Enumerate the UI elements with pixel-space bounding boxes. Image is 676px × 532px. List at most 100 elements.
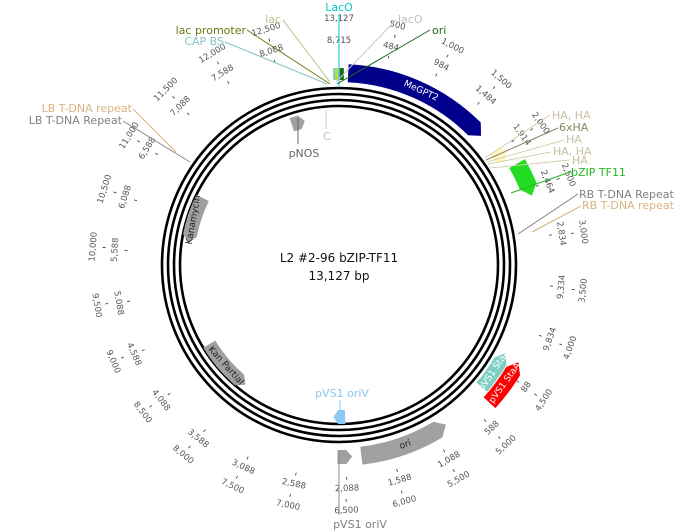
ruler-label-outer: 3,000 xyxy=(576,219,589,244)
ruler-label-outer: 8,000 xyxy=(170,444,195,467)
feature-kan-partial[interactable]: Kan Partial xyxy=(203,340,246,388)
ruler-tick xyxy=(172,96,175,99)
label-c[interactable]: C xyxy=(323,130,331,143)
label-lb-repeat-lower[interactable]: LB T-DNA repeat xyxy=(42,102,133,115)
feature-arrow[interactable] xyxy=(203,340,246,386)
feature-pnos[interactable] xyxy=(289,115,305,132)
leader-lb-repeat-lower xyxy=(132,108,177,153)
label-laco-top[interactable]: LacO xyxy=(325,1,353,14)
ruler-label-inner: 5,088 xyxy=(111,290,125,316)
feature-arrow[interactable] xyxy=(289,115,305,132)
label-bzip[interactable]: bZIP TF11 xyxy=(571,166,626,179)
ruler-label-outer: 4,500 xyxy=(533,388,555,414)
leader-lac-promoter xyxy=(246,29,331,85)
ruler-tick xyxy=(534,393,538,396)
ruler-label-inner: 6,088 xyxy=(117,184,134,210)
ruler-label-outer: 7,000 xyxy=(275,498,301,513)
backbone-ring xyxy=(178,104,500,426)
ruler-label-outer: 10,500 xyxy=(96,173,115,204)
ruler-label-inner: 7,588 xyxy=(210,63,236,84)
leader-ha-ha-1 xyxy=(484,114,551,159)
label-lac-promoter[interactable]: lac promoter xyxy=(176,24,247,37)
backbone-ring xyxy=(160,86,518,444)
ruler-tick xyxy=(149,405,153,408)
label-cap-bs[interactable]: CAP BS xyxy=(184,35,224,48)
leader-ha-2 xyxy=(489,159,571,169)
label-ha-1[interactable]: HA xyxy=(566,133,582,146)
label-ha-ha-2[interactable]: HA, HA xyxy=(553,145,592,158)
ruler-label-outer: 6,500 xyxy=(334,506,359,517)
ruler-tick xyxy=(530,128,534,131)
ruler-label-inner: 2,834 xyxy=(554,221,567,247)
backbone-rings xyxy=(160,86,518,444)
ruler-label-outer: 1,000 xyxy=(439,37,465,57)
label-ha-ha-1[interactable]: HA, HA xyxy=(552,109,591,122)
ruler-tick xyxy=(137,140,141,143)
label-pvs1-oriv-outer[interactable]: pVS1 oriV xyxy=(333,518,387,531)
ruler-label-inner: 1,588 xyxy=(387,472,413,488)
ruler-label-inner: 4,588 xyxy=(124,341,143,367)
feature-arrow[interactable] xyxy=(333,409,346,425)
ruler-tick xyxy=(235,475,238,479)
ruler-label-outer: 7,500 xyxy=(219,477,245,497)
small-feature-marker[interactable] xyxy=(335,68,340,81)
label-ha-2[interactable]: HA xyxy=(572,154,588,167)
label-lb-repeat-upper[interactable]: LB T-DNA Repeat xyxy=(29,114,123,127)
feature-ori[interactable]: ori xyxy=(360,421,446,465)
ruler-tick xyxy=(141,349,145,352)
ruler-label-inner: 5,588 xyxy=(110,237,122,262)
feature-pvs1-oriv[interactable] xyxy=(333,409,346,425)
feature-arrow[interactable] xyxy=(483,362,521,409)
label-ori-top[interactable]: ori xyxy=(432,24,446,37)
ruler-label-inner: 88 xyxy=(520,380,534,395)
ruler-tick xyxy=(120,356,125,359)
ruler-tick xyxy=(133,199,138,202)
ruler-tick xyxy=(113,191,117,194)
feature-arrow[interactable] xyxy=(360,421,446,465)
leader-cap-bs xyxy=(224,41,328,85)
ruler-tick xyxy=(216,61,220,65)
ruler-label-inner: 6,588 xyxy=(137,136,158,162)
feature-arrow[interactable] xyxy=(183,194,209,243)
label-pnos[interactable]: pNOS xyxy=(289,147,320,160)
ruler-tick xyxy=(188,445,191,449)
ruler-label-inner: 3,088 xyxy=(230,458,256,477)
backbone-ring xyxy=(172,98,506,432)
ruler-label-inner: 2,588 xyxy=(281,477,307,492)
ruler-tick xyxy=(289,493,291,497)
ruler-label-inner: 9,334 xyxy=(556,274,568,299)
feature-arrow[interactable] xyxy=(476,353,507,392)
label-rb-repeat-lower[interactable]: RB T-DNA repeat xyxy=(582,199,675,212)
ruler-tick xyxy=(452,469,455,473)
ruler-label-outer: 3,500 xyxy=(577,278,589,303)
ruler-label-inner: 2,088 xyxy=(335,483,360,494)
leader-bzip xyxy=(510,171,571,194)
label-6xha[interactable]: 6xHA xyxy=(559,121,589,134)
ruler-tick xyxy=(443,449,446,453)
ruler-label-inner: 484 xyxy=(382,40,400,53)
leader-lac xyxy=(282,19,331,83)
label-laco[interactable]: lacO xyxy=(398,13,423,26)
ruler-label-inner: 4,088 xyxy=(149,388,172,413)
ruler-tick xyxy=(295,472,297,476)
label-rb-repeat-upper[interactable]: RB T-DNA Repeat xyxy=(579,188,674,201)
ruler-label-outer: 1,500 xyxy=(488,68,513,92)
leader-rb-repeat-lower xyxy=(531,205,582,233)
small-feature-marker[interactable] xyxy=(339,68,344,81)
plasmid-name: L2 #2-96 bZIP-TF11 xyxy=(280,251,398,265)
ruler-label-inner: 9,834 xyxy=(542,326,560,352)
feature-pvs1-oriv[interactable] xyxy=(337,449,353,464)
ruler-tick xyxy=(511,139,515,143)
leader-lines xyxy=(122,14,582,515)
label-pvs1-oriv-inner[interactable]: pVS1 oriV xyxy=(315,387,369,400)
ruler-label-outer: 8,500 xyxy=(131,400,154,425)
ruler-label-outer: 4,000 xyxy=(562,335,580,361)
ruler-label-outer: 9,000 xyxy=(103,349,122,375)
label-lac[interactable]: lac xyxy=(265,13,281,26)
ruler-label-inner: 984 xyxy=(432,57,451,73)
ruler-label-outer: 10,000 xyxy=(88,232,100,262)
feature-arrow[interactable] xyxy=(347,64,482,136)
ruler-tick xyxy=(246,456,249,460)
feature-arrow[interactable] xyxy=(337,449,353,464)
ruler-tick xyxy=(203,429,206,433)
